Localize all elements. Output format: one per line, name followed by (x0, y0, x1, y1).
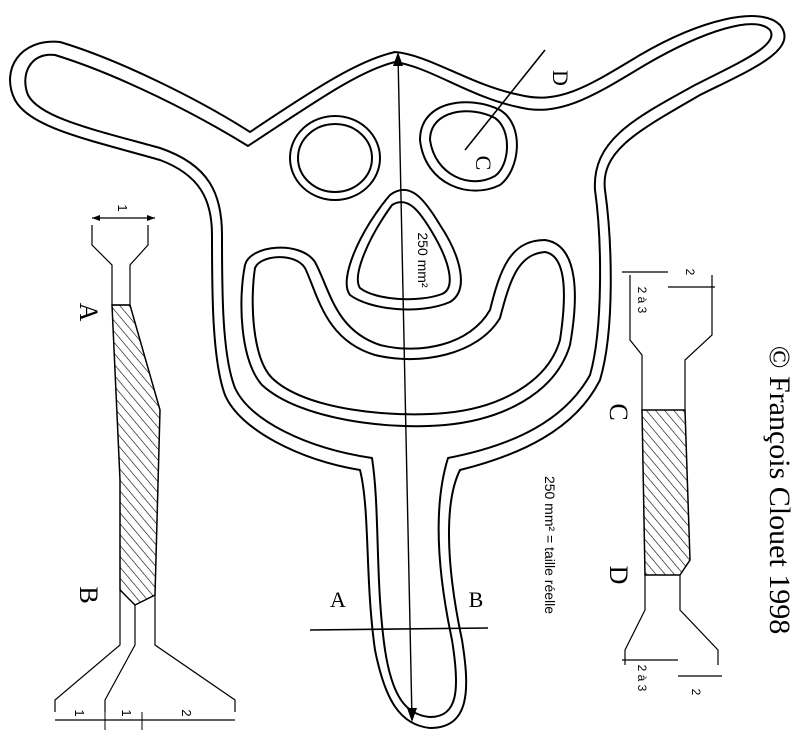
dim-ab-bottom-mid: 1 (119, 709, 134, 716)
dim-cd-top-left: 2 à 3 (635, 287, 649, 314)
dim-ab-top: 1 (115, 204, 130, 211)
left-eye (289, 115, 381, 201)
scale-note: 250 mm² = taille réelle (542, 476, 558, 614)
mold-outline (9, 15, 786, 729)
copyright-text: © François Clouet 1998 (763, 346, 796, 635)
cross-section-cd (622, 271, 722, 677)
dim-cd-bottom-left: 2 à 3 (635, 665, 649, 692)
dim-ab-bottom-right: 2 (179, 709, 194, 716)
label-b-section: B (469, 587, 484, 612)
dim-cd-top-right: 2 (683, 269, 697, 276)
label-b-left: B (74, 586, 103, 603)
label-d-right: D (604, 566, 633, 585)
height-dimension-arrow (393, 52, 417, 722)
nose (345, 188, 462, 311)
section-line-cd (464, 49, 546, 151)
label-d-top: D (548, 70, 573, 86)
dim-ab-bottom-left: 1 (72, 709, 87, 716)
dimension-label: 250 mm² (415, 232, 431, 288)
section-line-ab (309, 627, 489, 631)
label-a-left: A (74, 303, 103, 322)
label-c-right: C (604, 403, 633, 420)
cross-section-ab (54, 215, 236, 730)
label-c-eye: C (471, 156, 496, 171)
mouth (240, 239, 576, 428)
dim-cd-bottom-right: 2 (689, 689, 703, 696)
label-a-section: A (330, 587, 346, 612)
right-eye (419, 101, 518, 192)
